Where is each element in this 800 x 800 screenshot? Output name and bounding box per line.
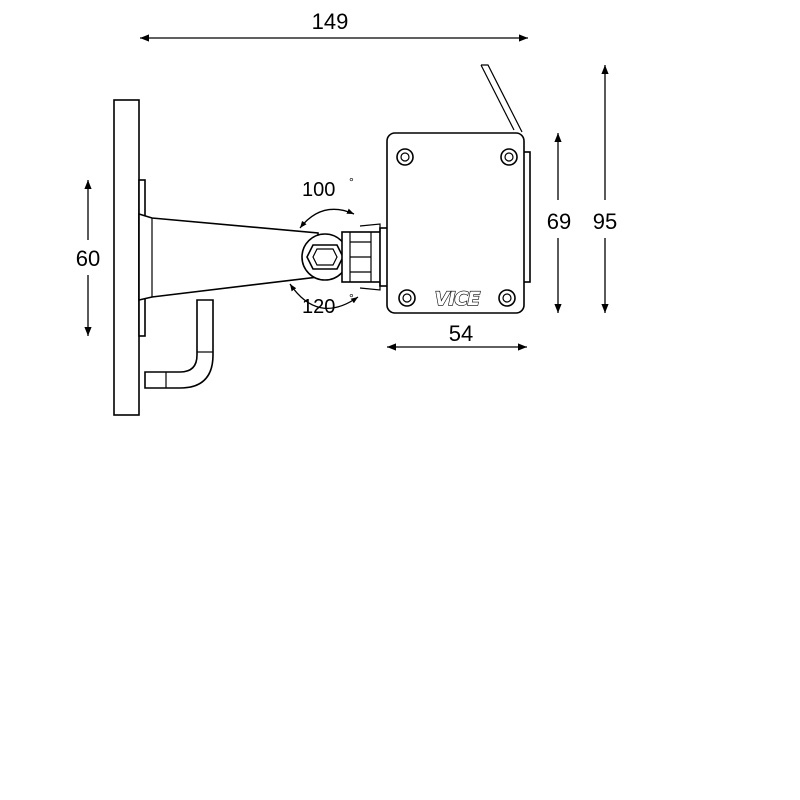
speaker-box: VICE [386,64,531,314]
pivot-joint [301,223,389,291]
dim-box-height: 69 [547,133,571,313]
angle-100-degree: ° [349,175,354,189]
angle-120-label: 120 [302,296,335,318]
dim-box-width-label: 54 [449,321,473,346]
dim-plate-height: 60 [76,180,100,336]
dim-overall-width: 149 [140,9,528,42]
brand-logo: VICE [435,288,481,310]
angle-120-degree: ° [349,291,354,305]
dim-overall-height: 95 [593,65,617,313]
support-tube [144,299,214,389]
tapered-arm [138,212,319,302]
screw-bottom-left [398,289,416,307]
screw-top-right [500,148,518,166]
screw-bottom-right [498,289,516,307]
dim-plate-height-label: 60 [76,246,100,271]
dim-box-height-label: 69 [547,209,571,234]
angle-100: 100 ° [299,175,355,229]
screw-top-left [396,148,414,166]
dim-box-width: 54 [387,321,527,351]
angle-100-label: 100 [302,179,335,201]
dim-overall-height-label: 95 [593,209,617,234]
dim-overall-width-label: 149 [312,9,349,34]
angle-120: 120 ° [289,283,359,318]
